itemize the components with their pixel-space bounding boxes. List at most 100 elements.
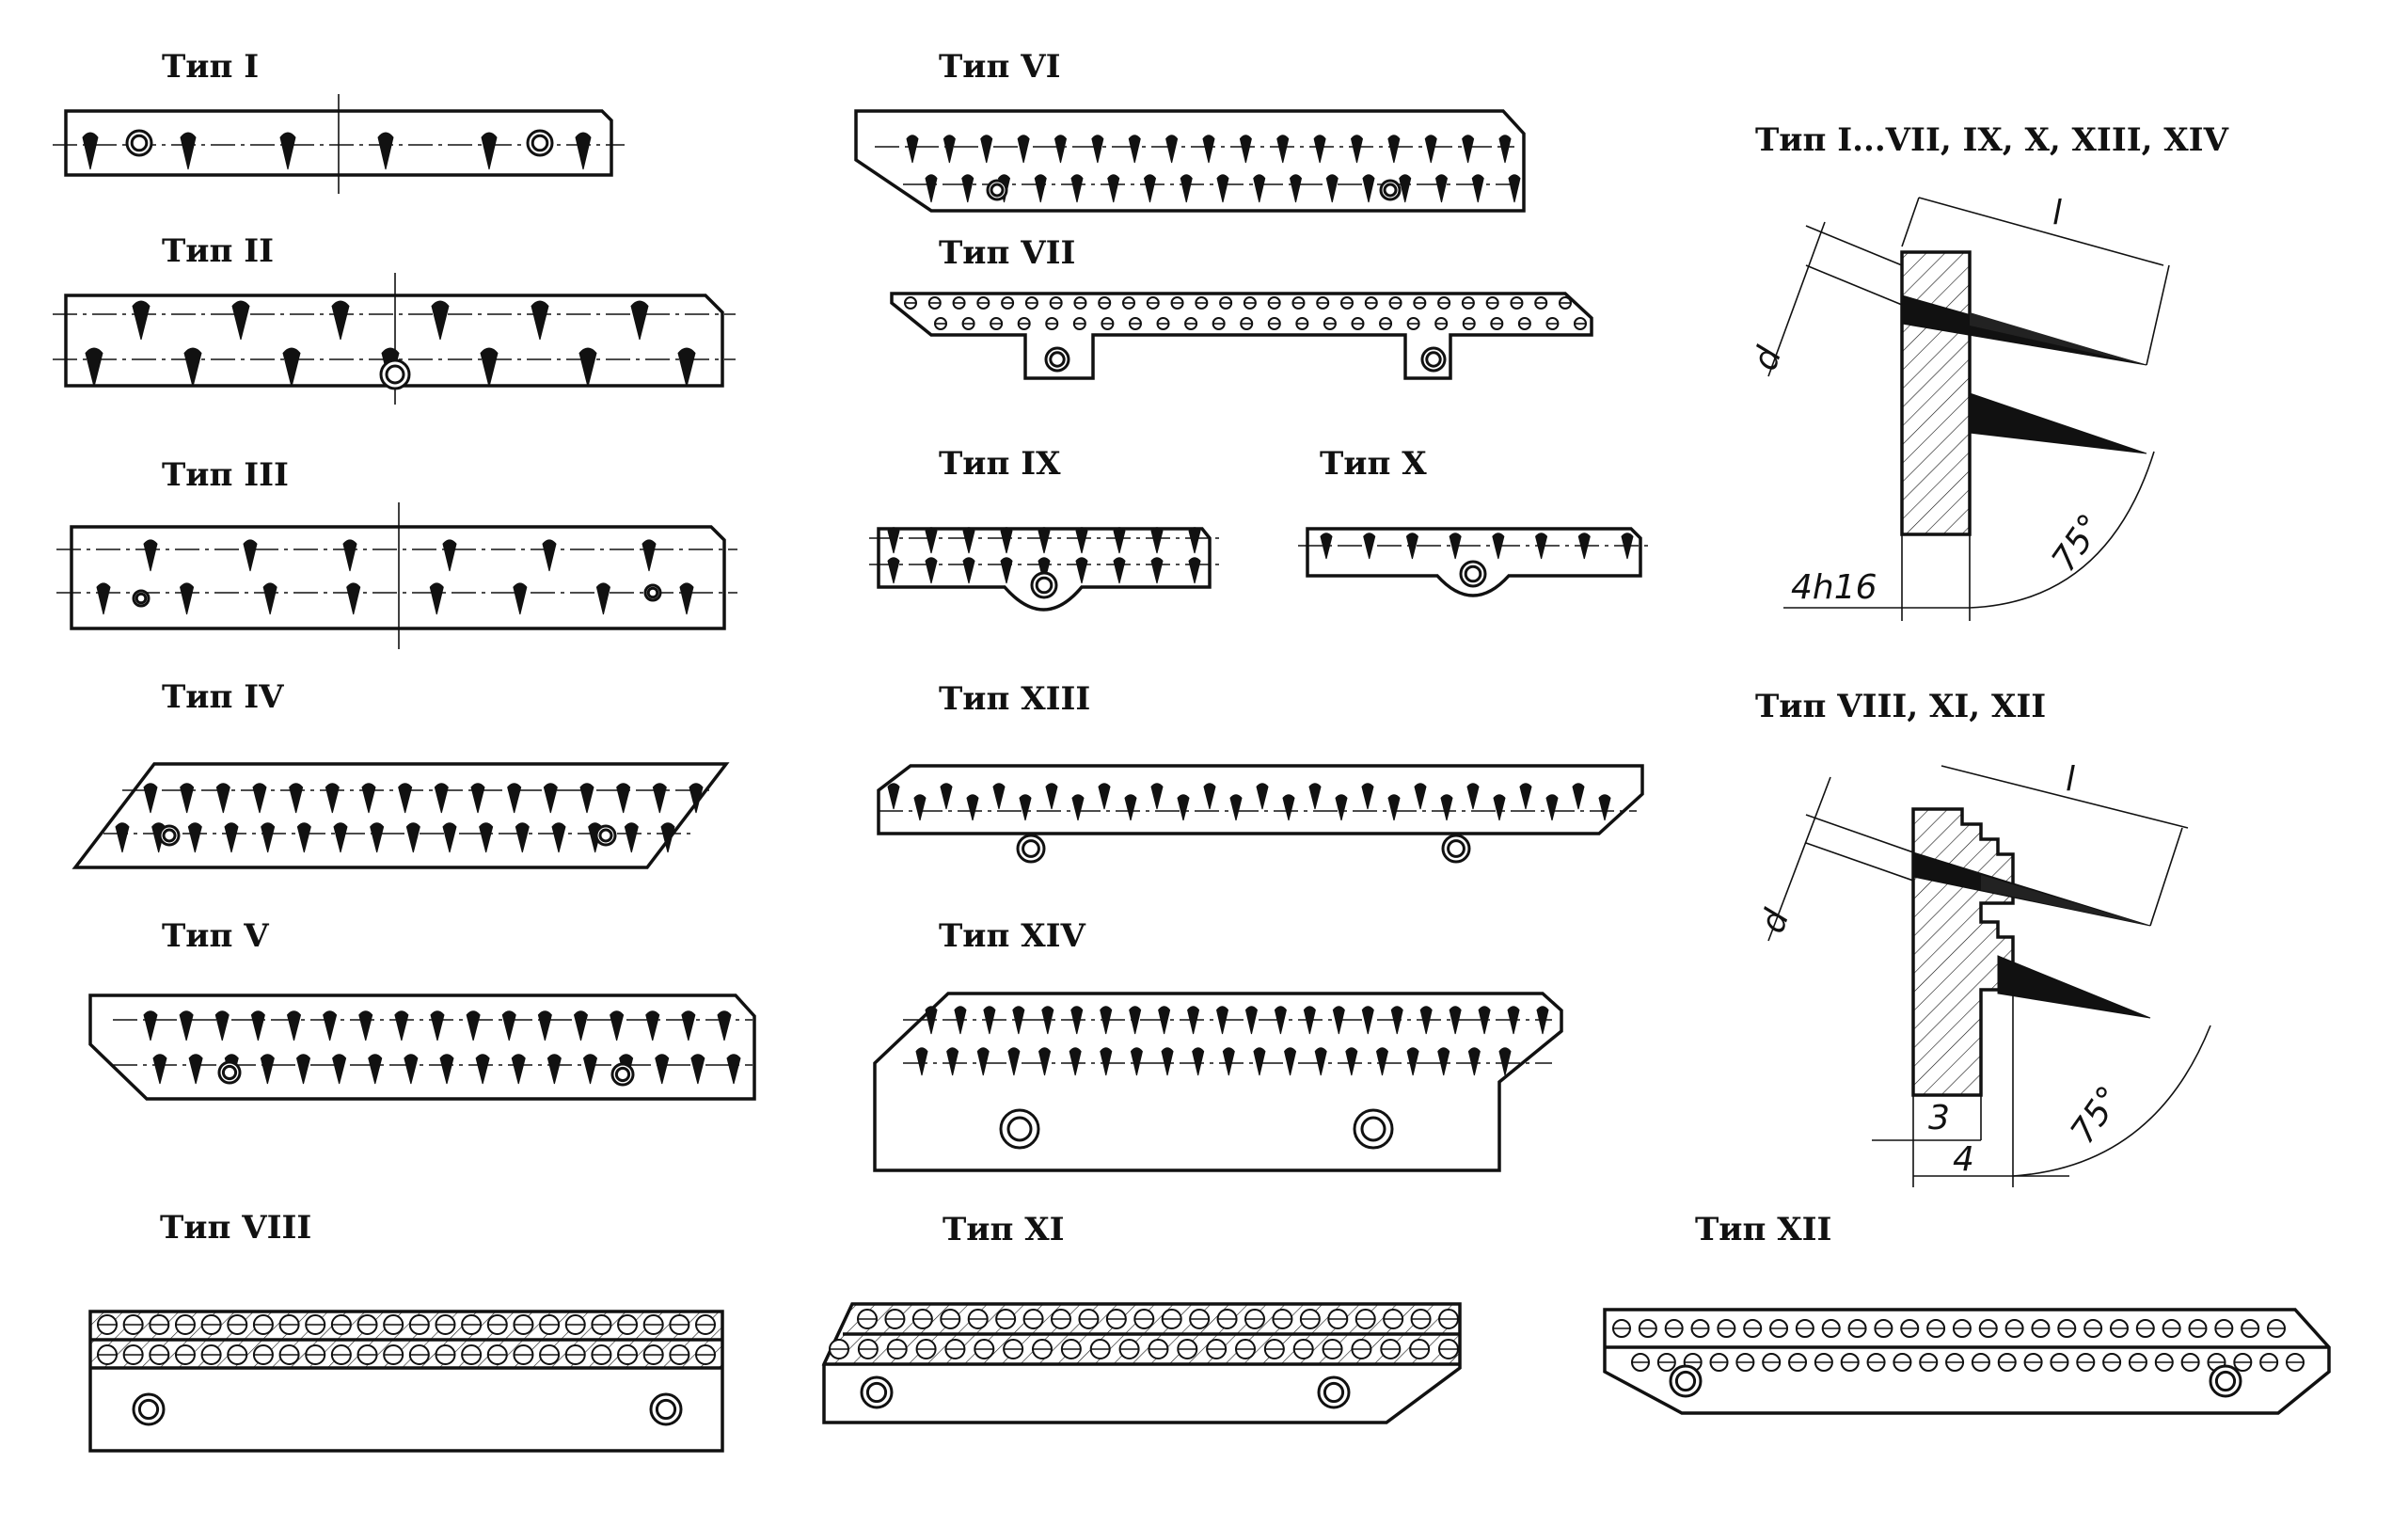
spike-mark [925, 557, 938, 584]
spike-mark [358, 1010, 373, 1041]
spike-mark [1419, 1006, 1433, 1035]
spike-mark [252, 783, 267, 814]
spike-mark [1128, 135, 1141, 164]
spike-mark [1406, 1047, 1419, 1076]
spike-mark [1222, 1047, 1235, 1076]
spike-mark [1536, 1006, 1549, 1035]
spike-mark [1498, 135, 1512, 164]
spike-mark [1282, 794, 1295, 821]
type-7-label: Тип VII [939, 234, 1075, 272]
spike-mark [143, 1010, 158, 1041]
detail-bottom-title: Тип VIII, XI, XII [1755, 688, 2046, 725]
spike-mark [1000, 527, 1013, 554]
mount-hole-inner [1035, 576, 1054, 595]
spike-mark [1621, 533, 1634, 560]
spike-mark [1308, 783, 1322, 810]
spike-mark [582, 1054, 598, 1085]
spike-mark [1335, 794, 1348, 821]
spike-mark [1000, 557, 1013, 584]
spike-mark [1161, 1047, 1174, 1076]
spike-mark [279, 132, 296, 170]
spike-mark [1045, 783, 1058, 810]
spike-mark [515, 822, 530, 853]
spike-mark [578, 347, 597, 388]
spike-mark [368, 1054, 383, 1085]
detail-bottom-angle: 75° [2064, 1079, 2130, 1151]
mount-hole-inner [1425, 351, 1442, 368]
spike-mark [1363, 533, 1376, 560]
mount-hole-inner [2214, 1370, 2237, 1392]
spike-mark [1075, 557, 1088, 584]
spike-mark [1130, 1047, 1143, 1076]
spike-mark [1071, 794, 1085, 821]
mount-hole-inner [221, 1064, 238, 1081]
spike-mark [943, 135, 956, 164]
spike-mark [1177, 794, 1190, 821]
type-8-label: Тип VIII [160, 1209, 311, 1247]
spike-mark [466, 1010, 481, 1041]
spike-mark [243, 539, 258, 572]
spike-mark [295, 1054, 311, 1085]
spike-mark [915, 1047, 928, 1076]
spike-mark [1229, 794, 1243, 821]
spike-mark [286, 1010, 302, 1041]
plate-type-4 [71, 762, 730, 869]
spike-mark [925, 174, 938, 203]
spike-mark [1462, 135, 1475, 164]
spike-mark [1507, 1006, 1520, 1035]
spike-mark [346, 582, 361, 615]
spike-mark [431, 300, 450, 341]
spike-mark [537, 1010, 552, 1041]
spike-mark [1253, 174, 1266, 203]
mount-hole-inner [1323, 1381, 1345, 1404]
spike-mark [1508, 174, 1521, 203]
type-14-label: Тип XIV [939, 917, 1086, 955]
spike-mark [976, 1047, 990, 1076]
mount-hole-inner [598, 828, 613, 843]
spike-mark [1107, 174, 1120, 203]
spike-mark [940, 783, 953, 810]
spike-mark [1519, 783, 1532, 810]
mount-hole-inner [1447, 839, 1465, 858]
detail-bottom: Тип VIII, XI, XII l d 3 4 75° [1753, 688, 2211, 1187]
spike-mark [289, 783, 304, 814]
spike-mark [82, 132, 99, 170]
spike-mark [262, 582, 277, 615]
mount-hole-inner [130, 134, 149, 152]
spike-mark [1284, 1047, 1297, 1076]
spike-mark [361, 783, 376, 814]
spike-mark [1150, 557, 1164, 584]
spike-mark [1414, 783, 1427, 810]
mount-hole-inner [655, 1398, 677, 1421]
spike-mark [1256, 783, 1269, 810]
spike-mark [1075, 527, 1088, 554]
spike-mark [325, 783, 340, 814]
spike-mark [377, 132, 394, 170]
plate-type-1 [53, 94, 625, 194]
spike-mark [543, 783, 558, 814]
spike-mark [1019, 794, 1032, 821]
spike-mark [1180, 174, 1193, 203]
mount-hole-inner [614, 1066, 631, 1083]
spike-mark [260, 1054, 275, 1085]
spike-mark [434, 783, 449, 814]
spike-mark [481, 132, 498, 170]
spike-mark [1017, 135, 1030, 164]
mount-hole-inner [385, 364, 405, 385]
type-5-label: Тип V [162, 917, 269, 955]
spike-mark [906, 135, 919, 164]
spike-mark [132, 300, 150, 341]
spike-mark [1100, 1006, 1113, 1035]
spike-mark [717, 1010, 732, 1041]
mount-hole-inner [1464, 564, 1482, 583]
spike-mark [1466, 783, 1480, 810]
spike-mark [1091, 135, 1104, 164]
spike-mark [1471, 174, 1484, 203]
plate-type-3 [56, 502, 737, 649]
detail-top-title: Тип I...VII, IX, X, XIII, XIV [1755, 121, 2229, 159]
detail-bottom-length: l [2066, 760, 2075, 799]
spike-mark [180, 132, 197, 170]
spike-mark [1098, 783, 1111, 810]
spike-mark [511, 1054, 526, 1085]
spike-mark [652, 783, 667, 814]
